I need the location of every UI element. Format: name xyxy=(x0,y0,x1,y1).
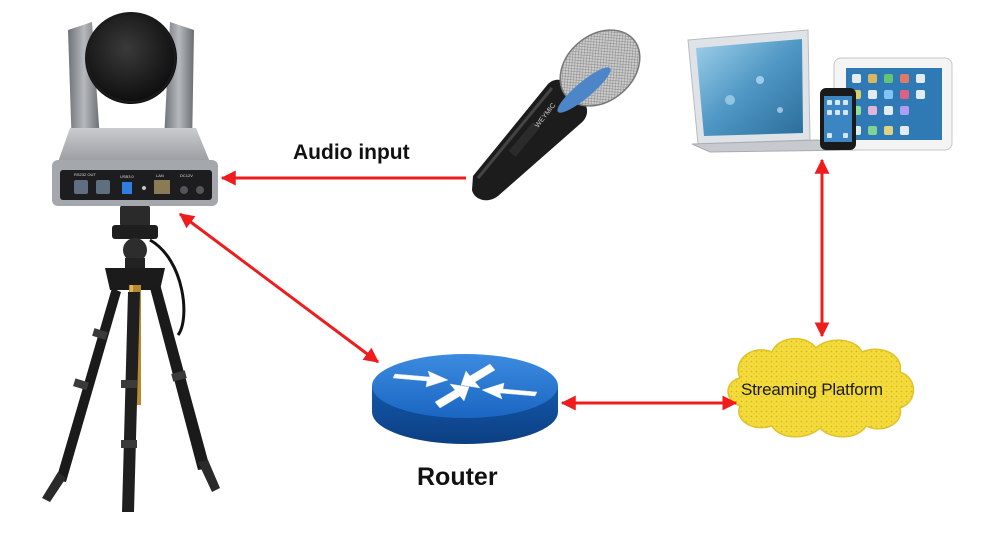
tripod-icon xyxy=(42,205,220,512)
arrow-camera-router xyxy=(178,212,380,364)
connection-arrows xyxy=(178,158,830,411)
svg-text:LAN: LAN xyxy=(156,173,164,178)
ptz-camera-icon: RS232 OUT USB3.0 LAN DC12V xyxy=(52,12,218,206)
router-label: Router xyxy=(417,463,498,491)
audio-input-label: Audio input xyxy=(293,141,410,164)
svg-text:DC12V: DC12V xyxy=(180,173,193,178)
svg-text:RS232 OUT: RS232 OUT xyxy=(74,172,96,177)
router-icon xyxy=(372,354,558,444)
streaming-platform-label: Streaming Platform xyxy=(741,380,883,399)
svg-text:USB3.0: USB3.0 xyxy=(120,174,135,179)
laptop-tablet-phone-icon xyxy=(687,29,953,153)
cloud-icon xyxy=(727,338,915,438)
microphone-icon: WEYMIC xyxy=(472,29,641,201)
